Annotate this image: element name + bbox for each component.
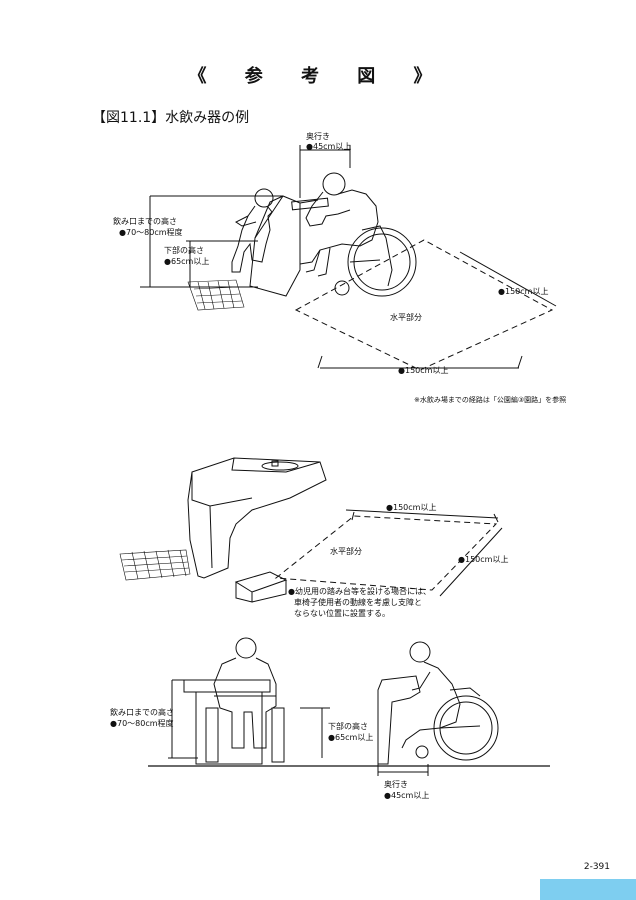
fig1-lower-height-label: 下部の高さ [164, 246, 204, 255]
fig3-depth-value: ●45cm以上 [384, 791, 430, 800]
fig2-width-right: ●150cm以上 [458, 555, 509, 564]
fig1-depth-label: 奥行き [306, 132, 330, 141]
fig3-drawing [148, 637, 550, 776]
fig2-level-area: 水平部分 [330, 547, 362, 556]
fig1-width-right: ●150cm以上 [498, 287, 549, 296]
fig2-width-top: ●150cm以上 [386, 503, 437, 512]
fig2-step-note-2: 車椅子使用者の動線を考慮し支障と [294, 598, 422, 607]
fig3-lower-height-value: ●65cm以上 [328, 733, 374, 742]
fig1-level-area: 水平部分 [390, 313, 422, 322]
figure-title: 【図11.1】水飲み器の例 [92, 110, 250, 126]
page-tab-marker [540, 879, 636, 900]
fig3-mouth-height-value: ●70～80cm程度 [110, 719, 174, 728]
fig1-lower-height-value: ●65cm以上 [164, 257, 210, 266]
fig2-step-note-1: ●幼児用の踏み台等を設ける場合には、 [288, 587, 431, 596]
page-number: 2-391 [583, 862, 610, 872]
fig3-depth-label: 奥行き [384, 780, 408, 789]
fig2-drawing [119, 457, 503, 603]
fig3-lower-height-label: 下部の高さ [328, 722, 368, 731]
fig1-width-bottom: ●150cm以上 [398, 366, 449, 375]
page-title: 《 参 考 図 》 [188, 66, 448, 87]
fig2-step-note-3: ならない位置に設置する。 [294, 609, 390, 618]
fig1-depth-value: ●45cm以上 [306, 142, 352, 151]
fig1-drawing [140, 145, 557, 371]
fig3-mouth-height-label: 飲み口までの高さ [110, 708, 174, 717]
fig1-note: ※水飲み場までの経路は「公園編③園路」を参照 [414, 396, 567, 404]
fig1-mouth-height-value: ●70～80cm程度 [119, 228, 183, 237]
fig1-mouth-height-label: 飲み口までの高さ [113, 217, 177, 226]
